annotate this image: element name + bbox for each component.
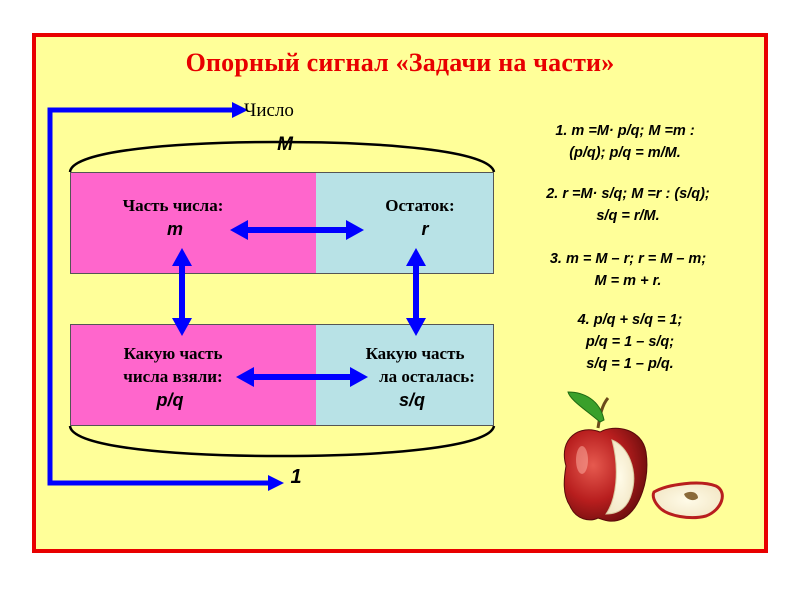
- bracket-arrow-bottom: [268, 475, 284, 491]
- formula-3: 3. m = M – r; r = M – m; M = m + r.: [508, 248, 748, 292]
- part-symbol: m: [166, 219, 183, 239]
- remainder-label: Остаток:: [385, 196, 455, 215]
- bracket-line: [47, 107, 270, 486]
- taken-symbol: p/q: [156, 390, 184, 410]
- remainder-symbol: r: [421, 219, 429, 239]
- arrow-remainder-left: [406, 248, 426, 336]
- formula-1-line1: 1. m =M· p/q; M =m :: [555, 123, 695, 139]
- formula-4-line1: 4. p/q + s/q = 1;: [577, 312, 683, 328]
- formula-1: 1. m =M· p/q; M =m : (p/q); p/q = m/M.: [510, 120, 740, 164]
- formula-4-line2: p/q = 1 – s/q;: [585, 334, 675, 350]
- formula-4-line3: s/q = 1 – p/q.: [586, 356, 674, 372]
- left-line2: ла осталась:: [379, 367, 475, 386]
- whole-symbol: M: [277, 134, 293, 155]
- slide-title: Опорный сигнал «Задачи на части»: [185, 48, 615, 77]
- whole-label: Число: [244, 100, 294, 121]
- arrow-fractions: [236, 367, 368, 387]
- taken-line1: Какую часть: [123, 344, 223, 363]
- formula-2: 2. r =M· s/q; M =r : (s/q); s/q = r/M.: [506, 183, 750, 227]
- part-label: Часть числа:: [122, 196, 224, 215]
- arrow-part-taken: [172, 248, 192, 336]
- arrow-part-remainder: [230, 220, 364, 240]
- formula-3-line2: M = m + r.: [594, 273, 662, 289]
- formula-2-line2: s/q = r/M.: [596, 208, 660, 224]
- unit-brace: [68, 425, 496, 458]
- formula-4: 4. p/q + s/q = 1; p/q = 1 – s/q; s/q = 1…: [520, 309, 740, 375]
- formula-2-line1: 2. r =M· s/q; M =r : (s/q);: [546, 186, 710, 202]
- formula-3-line1: 3. m = M – r; r = M – m;: [549, 251, 707, 267]
- remainder-box: [316, 172, 494, 274]
- taken-line2: числа взяли:: [123, 367, 223, 386]
- unit-symbol: 1: [290, 466, 302, 488]
- part-box: [70, 172, 316, 274]
- whole-brace: [68, 140, 496, 173]
- left-symbol: s/q: [398, 390, 425, 410]
- left-line1: Какую часть: [365, 344, 465, 363]
- formula-1-line2: (p/q); p/q = m/M.: [569, 145, 681, 161]
- bracket-arrow-top: [232, 102, 248, 118]
